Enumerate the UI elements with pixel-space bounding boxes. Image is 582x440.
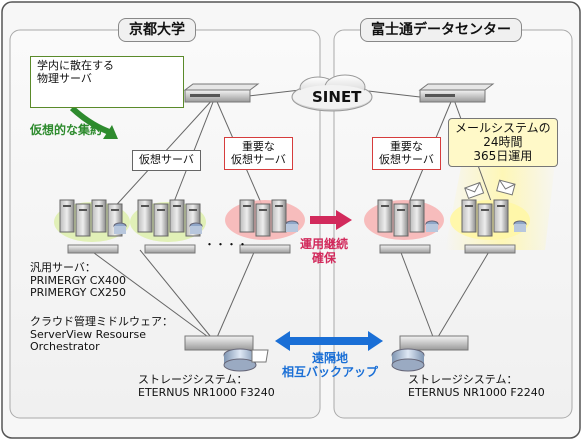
tower-server-icon [461, 199, 477, 233]
cloud-icon [291, 74, 373, 112]
important-virtual-server-left: 重要な 仮想サーバ [224, 137, 293, 171]
virtual-server-label: 仮想サーバ [132, 150, 201, 171]
tower-server-icon [493, 199, 509, 233]
storage-right-label: ストレージシステム： ETERNUS NR1000 F2240 [408, 373, 545, 399]
tower-server-icon [255, 203, 271, 237]
storage-disk-icon [391, 335, 469, 372]
tower-server-icon [59, 199, 75, 233]
tower-server-icon [75, 203, 91, 237]
cloud-middleware-label: クラウド管理ミドルウェア： ServerView Resourse Orches… [30, 315, 173, 354]
tower-server-icon [477, 203, 493, 237]
tower-server-icon [59, 199, 527, 237]
tower-server-icon [393, 203, 409, 237]
tower-server-icon [377, 199, 393, 233]
tower-server-icon [153, 203, 169, 237]
tower-server-icon [271, 199, 287, 233]
scattered-servers-callout: 学内に散在する 物理サーバ [30, 56, 184, 108]
server-rack-icon [67, 244, 516, 254]
storage-disk-icon [184, 335, 269, 372]
site-title-datacenter: 富士通データセンター [360, 18, 522, 43]
important-virtual-server-right: 重要な 仮想サーバ [372, 137, 441, 171]
server-rack-icon [418, 83, 495, 103]
site-title-kyoto: 京都大学 [118, 18, 196, 43]
tower-server-icon [409, 199, 425, 233]
remote-backup-label: 遠隔地 相互バックアップ [282, 351, 379, 379]
consolidation-arrow [69, 105, 118, 139]
consolidation-label: 仮想的な集約 [30, 123, 103, 137]
server-rack-icon [183, 83, 260, 103]
general-servers-label: 汎用サーバ： PRIMERGY CX400 PRIMERGY CX250 [30, 261, 127, 300]
mail-envelope-icon [464, 179, 516, 200]
tower-server-icon [169, 199, 185, 233]
continuity-arrow [310, 210, 352, 230]
storage-left-label: ストレージシステム： ETERNUS NR1000 F3240 [138, 373, 275, 399]
tower-server-icon [137, 199, 153, 233]
mail-system-callout: メールシステムの 24時間 365日運用 [448, 118, 558, 168]
ellipsis: ・・・・ [204, 238, 248, 251]
tower-server-icon [91, 199, 107, 233]
backup-arrow [275, 331, 383, 351]
tower-server-icon [239, 199, 255, 233]
sinet-label: SINET [312, 88, 362, 106]
continuity-label: 運用継続 確保 [300, 237, 349, 265]
